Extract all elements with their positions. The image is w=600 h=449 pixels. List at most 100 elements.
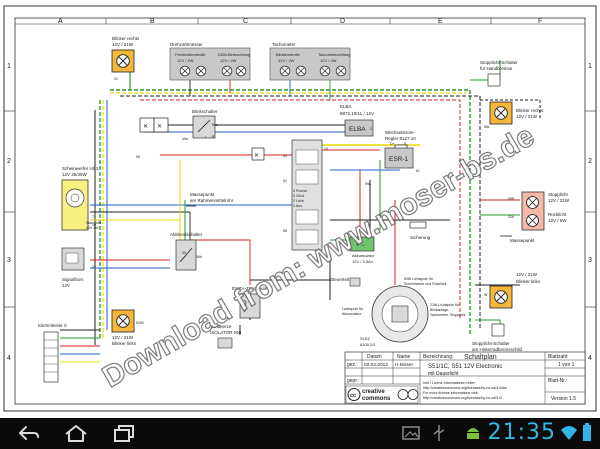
svg-text:8872.10/11 / 12V: 8872.10/11 / 12V xyxy=(340,111,374,116)
svg-text:31b: 31b xyxy=(508,215,514,219)
svg-text:Scheinwerfer HS1: Scheinwerfer HS1 xyxy=(62,166,99,171)
svg-text:12V 35/35W: 12V 35/35W xyxy=(62,172,88,177)
svg-text:12V / 21W: 12V / 21W xyxy=(516,114,538,119)
svg-text:Sicherung: Sicherung xyxy=(410,235,431,240)
svg-text:creative: creative xyxy=(362,389,385,395)
lamp-icon xyxy=(235,65,247,77)
svg-text:✕: ✕ xyxy=(143,124,148,130)
svg-text:For more license informations: For more license informations visit: xyxy=(423,391,479,395)
android-debug-icon[interactable] xyxy=(462,422,484,444)
col-A: A xyxy=(58,18,63,25)
svg-text:Wechselstrom-: Wechselstrom- xyxy=(385,130,415,135)
svg-text:12V / 21W: 12V / 21W xyxy=(112,335,134,340)
battery-icon xyxy=(583,423,591,441)
wire-labels: 31 49a 56a 56b 30 54 51 15 59a 61 58 L R… xyxy=(92,77,515,325)
svg-text:49a: 49a xyxy=(182,137,188,141)
svg-text:12V / 5,5Ah: 12V / 5,5Ah xyxy=(352,259,373,264)
svg-text:2 Licht: 2 Licht xyxy=(293,199,304,203)
svg-text:Steuerteil: Steuerteil xyxy=(330,277,349,282)
svg-text:ESR-1: ESR-1 xyxy=(389,156,409,163)
svg-text:Blinker links: Blinker links xyxy=(112,341,137,346)
col-F: F xyxy=(538,18,542,25)
nc-icon xyxy=(407,389,419,400)
svg-text:Drehzahlmesser: Drehzahlmesser xyxy=(170,42,203,47)
slez-generator: SLEZ 8305.2/1 Ladespule für Akkumulator … xyxy=(342,277,465,347)
svg-text:10: 10 xyxy=(92,223,96,227)
svg-text:http://creativecommons.org/lic: http://creativecommons.org/licenses/by-n… xyxy=(423,396,502,400)
svg-text:R: R xyxy=(212,135,215,139)
svg-text:61: 61 xyxy=(416,169,420,173)
svg-text:am Hinterradbremsschild: am Hinterradbremsschild xyxy=(472,347,523,352)
scheinwerfer: Scheinwerfer HS1 12V 35/35W Standlicht 1… xyxy=(61,166,101,231)
svg-text:12: 12 xyxy=(92,265,96,269)
drehzahlmesser: Drehzahlmesser Fernlichtkontrolle DZM-Be… xyxy=(169,42,251,81)
svg-text:Blinkanlage,: Blinkanlage, xyxy=(430,308,449,312)
blinker-rechts-rear: Blinker rechts 12V / 21W xyxy=(489,101,544,125)
wechselstrom-regler: Wechselstrom- Regler 8127.10 ESR-1 xyxy=(384,130,416,169)
svg-text:2: 2 xyxy=(588,158,592,165)
lamp-icon xyxy=(335,65,347,77)
lamp-icon xyxy=(279,65,291,77)
col-E: E xyxy=(438,18,443,25)
massepunkt-rahmen: Massepunkt am Rahmenmittelrohr xyxy=(186,192,234,207)
svg-text:W: W xyxy=(484,293,488,297)
svg-text:EMZA-Zündspule: EMZA-Zündspule xyxy=(232,286,268,291)
col-D: D xyxy=(340,18,345,25)
svg-text:Regler 8127.10: Regler 8127.10 xyxy=(385,136,416,141)
svg-text:21W-Lichtspule für: 21W-Lichtspule für xyxy=(430,303,460,307)
svg-text:12V / 2W: 12V / 2W xyxy=(177,58,194,63)
svg-text:51: 51 xyxy=(283,179,287,183)
steuerteil: Steuerteil xyxy=(330,277,361,287)
svg-text:ISOLATOR 260: ISOLATOR 260 xyxy=(210,330,242,335)
svg-text:Tachobeleuchtung: Tachobeleuchtung xyxy=(318,52,350,57)
svg-text:Stopplicht-Schalter: Stopplicht-Schalter xyxy=(480,60,518,65)
svg-text:Bezeichnung:: Bezeichnung: xyxy=(423,354,453,360)
svg-text:Stopplicht: Stopplicht xyxy=(548,192,569,197)
svg-text:Klemmleiste S: Klemmleiste S xyxy=(38,323,67,328)
svg-text:✕: ✕ xyxy=(157,124,162,130)
svg-text:S: S xyxy=(404,142,407,146)
svg-text:L: L xyxy=(205,135,207,139)
blinkschalter: Blinkschalter xyxy=(192,109,218,139)
recent-apps-icon[interactable] xyxy=(110,422,138,444)
svg-text:4: 4 xyxy=(588,355,592,362)
wifi-icon xyxy=(561,426,577,440)
svg-text:H.Moser: H.Moser xyxy=(395,362,414,368)
svg-text:12V 4W: 12V 4W xyxy=(86,226,99,230)
svg-text:3: 3 xyxy=(588,257,592,264)
svg-text:3 Pos/on: 3 Pos/on xyxy=(293,189,307,193)
svg-text:30: 30 xyxy=(182,251,186,255)
emza: EMZA-Zündspule xyxy=(232,286,268,319)
svg-text:Schaltplan: Schaltplan xyxy=(464,354,497,361)
status-clock: 21:35 xyxy=(487,420,556,445)
back-arrow-icon[interactable] xyxy=(14,422,42,444)
svg-text:Tachometer, Stopplicht: Tachometer, Stopplicht xyxy=(430,313,465,317)
svg-text:1 von 1: 1 von 1 xyxy=(558,362,575,368)
signalhorn: Signalhorn 12V xyxy=(61,247,85,288)
svg-text:Blinker rechts: Blinker rechts xyxy=(112,36,140,41)
svg-text:59a: 59a xyxy=(365,182,371,186)
row-1: 1 xyxy=(7,63,11,70)
svg-text:15: 15 xyxy=(324,147,328,151)
svg-text:✕: ✕ xyxy=(254,153,259,159)
svg-text:Blinker links: Blinker links xyxy=(516,279,541,284)
svg-text:12V / 5W: 12V / 5W xyxy=(548,218,567,223)
creative-commons-logo: cc creative commons xyxy=(345,385,419,404)
svg-text:Massepunkt: Massepunkt xyxy=(190,192,215,197)
svg-text:gez.:: gez.: xyxy=(347,362,358,368)
svg-text:12V / 21W: 12V / 21W xyxy=(548,198,570,203)
home-icon[interactable] xyxy=(62,422,90,444)
svg-text:+ −: + − xyxy=(356,243,365,249)
svg-text:2: 2 xyxy=(370,127,372,131)
zuendkerze: Zündkerze ISOLATOR 260 xyxy=(210,324,242,349)
svg-text:12V / 2W: 12V / 2W xyxy=(320,58,337,63)
svg-text:Zündkerze: Zündkerze xyxy=(210,324,232,329)
svg-text:3 Zünd.: 3 Zünd. xyxy=(293,194,305,198)
svg-text:31: 31 xyxy=(114,77,118,81)
schematic-sheet: A B C D E F 1 2 3 4 1 2 3 4 xyxy=(0,0,600,418)
svg-text:Standlicht: Standlicht xyxy=(86,221,101,225)
svg-text:56a: 56a xyxy=(212,123,218,127)
gallery-notification-icon[interactable] xyxy=(400,422,422,444)
usb-notification-icon[interactable] xyxy=(428,422,450,444)
abblendschalter: Abblendschalter xyxy=(170,232,203,271)
